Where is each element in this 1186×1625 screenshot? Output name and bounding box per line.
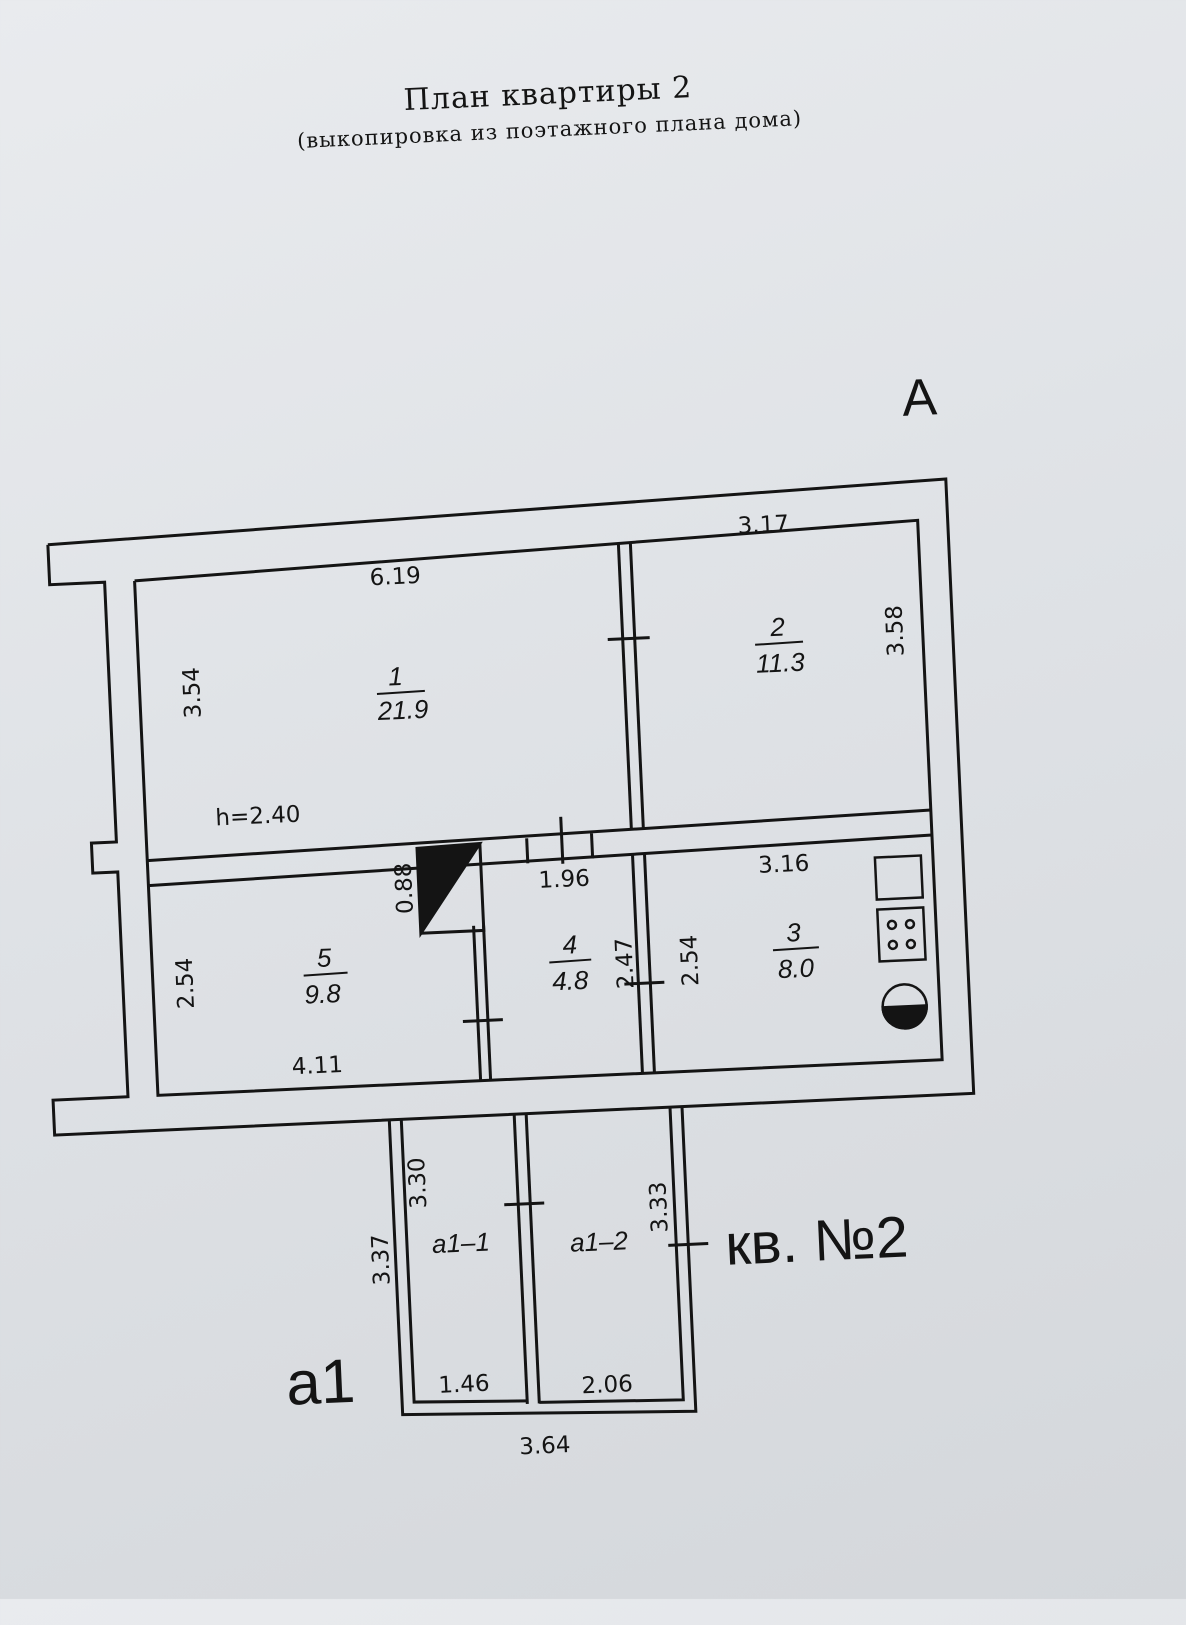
partition-horizontal-top — [147, 808, 931, 863]
annex2-height: 3.33 — [645, 1181, 673, 1233]
room5-number: 5 — [316, 942, 332, 973]
room1-fraction-line — [376, 689, 425, 696]
annex1-height-inner: 3.30 — [404, 1157, 432, 1209]
annex-label: а1 — [285, 1347, 357, 1419]
height-note: h=2.40 — [215, 802, 301, 832]
room3-width: 3.16 — [758, 851, 810, 879]
axis-label: А — [901, 368, 939, 428]
outer-wall — [46, 477, 976, 1137]
annex1-height-outer: 3.37 — [367, 1234, 395, 1286]
room2-number: 2 — [769, 611, 786, 642]
room2-area: 11.3 — [755, 647, 806, 679]
stair-hatch — [415, 841, 483, 938]
partition-4-3-b — [642, 852, 656, 1073]
annex2-width: 2.06 — [581, 1371, 633, 1399]
partition-horizontal-bottom — [148, 833, 933, 888]
annex-inner-right — [539, 1107, 685, 1404]
door-tick-4-3 — [624, 980, 665, 986]
door-jamb-b — [590, 833, 595, 859]
sink-icon — [873, 854, 925, 901]
room1-width: 6.19 — [369, 563, 421, 591]
stove-burner-icon — [904, 918, 916, 930]
room5-width: 4.11 — [291, 1052, 343, 1080]
fraction-lines — [303, 640, 819, 977]
annex-room1-label: а1–1 — [431, 1226, 490, 1259]
room2-width: 3.17 — [737, 511, 789, 539]
room1-number: 1 — [387, 661, 403, 692]
door-tick-4-top — [559, 816, 565, 864]
stove-icon — [875, 906, 927, 963]
boiler-fill-icon — [881, 1004, 928, 1030]
room4-fraction-line — [549, 958, 592, 964]
annex-total-width: 3.64 — [519, 1432, 571, 1460]
annex-room2-label: а1–2 — [569, 1225, 629, 1258]
stove-burner-icon — [886, 919, 898, 931]
room3-fraction-line — [772, 946, 819, 952]
door-tick-1-2 — [607, 636, 650, 641]
room1-height: 3.54 — [179, 667, 207, 719]
room4-number: 4 — [562, 929, 578, 960]
room4-area: 4.8 — [551, 965, 589, 997]
room3-area: 8.0 — [777, 952, 815, 984]
stove-burner-icon — [905, 938, 917, 950]
apartment-label: кв. №2 — [724, 1205, 910, 1278]
room5-fraction-line — [303, 971, 348, 977]
partition-5-4-a — [472, 925, 483, 1081]
stove-burner-icon — [887, 939, 899, 951]
stair-outline — [420, 843, 486, 935]
room2-fraction-line — [755, 640, 804, 646]
annex-partition-b — [524, 1113, 541, 1404]
door-jamb-a — [525, 838, 530, 864]
partition-5-4-b — [482, 925, 493, 1081]
room4-width: 1.96 — [538, 866, 590, 894]
door-tick-annex-entry — [668, 1242, 709, 1247]
annex-inner-left — [399, 1119, 528, 1404]
partition-1-2-b — [628, 543, 645, 829]
kitchen-fixtures — [873, 854, 928, 1030]
room5-area: 9.8 — [304, 978, 342, 1010]
room1-area: 21.9 — [376, 694, 429, 726]
door-tick-5-4 — [462, 1018, 503, 1023]
annex-partition-a — [512, 1114, 529, 1404]
inner-wall-outline — [133, 518, 944, 1097]
door-tick-annex — [504, 1201, 545, 1207]
annex-outline — [387, 1106, 698, 1417]
room2-height: 3.58 — [881, 605, 909, 657]
stair-width: 0.88 — [391, 862, 419, 914]
room3-number: 3 — [786, 917, 802, 948]
room4-height: 2.47 — [611, 937, 639, 989]
annex1-width: 1.46 — [438, 1371, 490, 1399]
room3-height: 2.54 — [676, 934, 704, 986]
walls — [46, 477, 976, 1417]
room5-height: 2.54 — [172, 957, 200, 1009]
partition-1-2-a — [616, 543, 633, 829]
partition-4-3-a — [630, 853, 644, 1074]
